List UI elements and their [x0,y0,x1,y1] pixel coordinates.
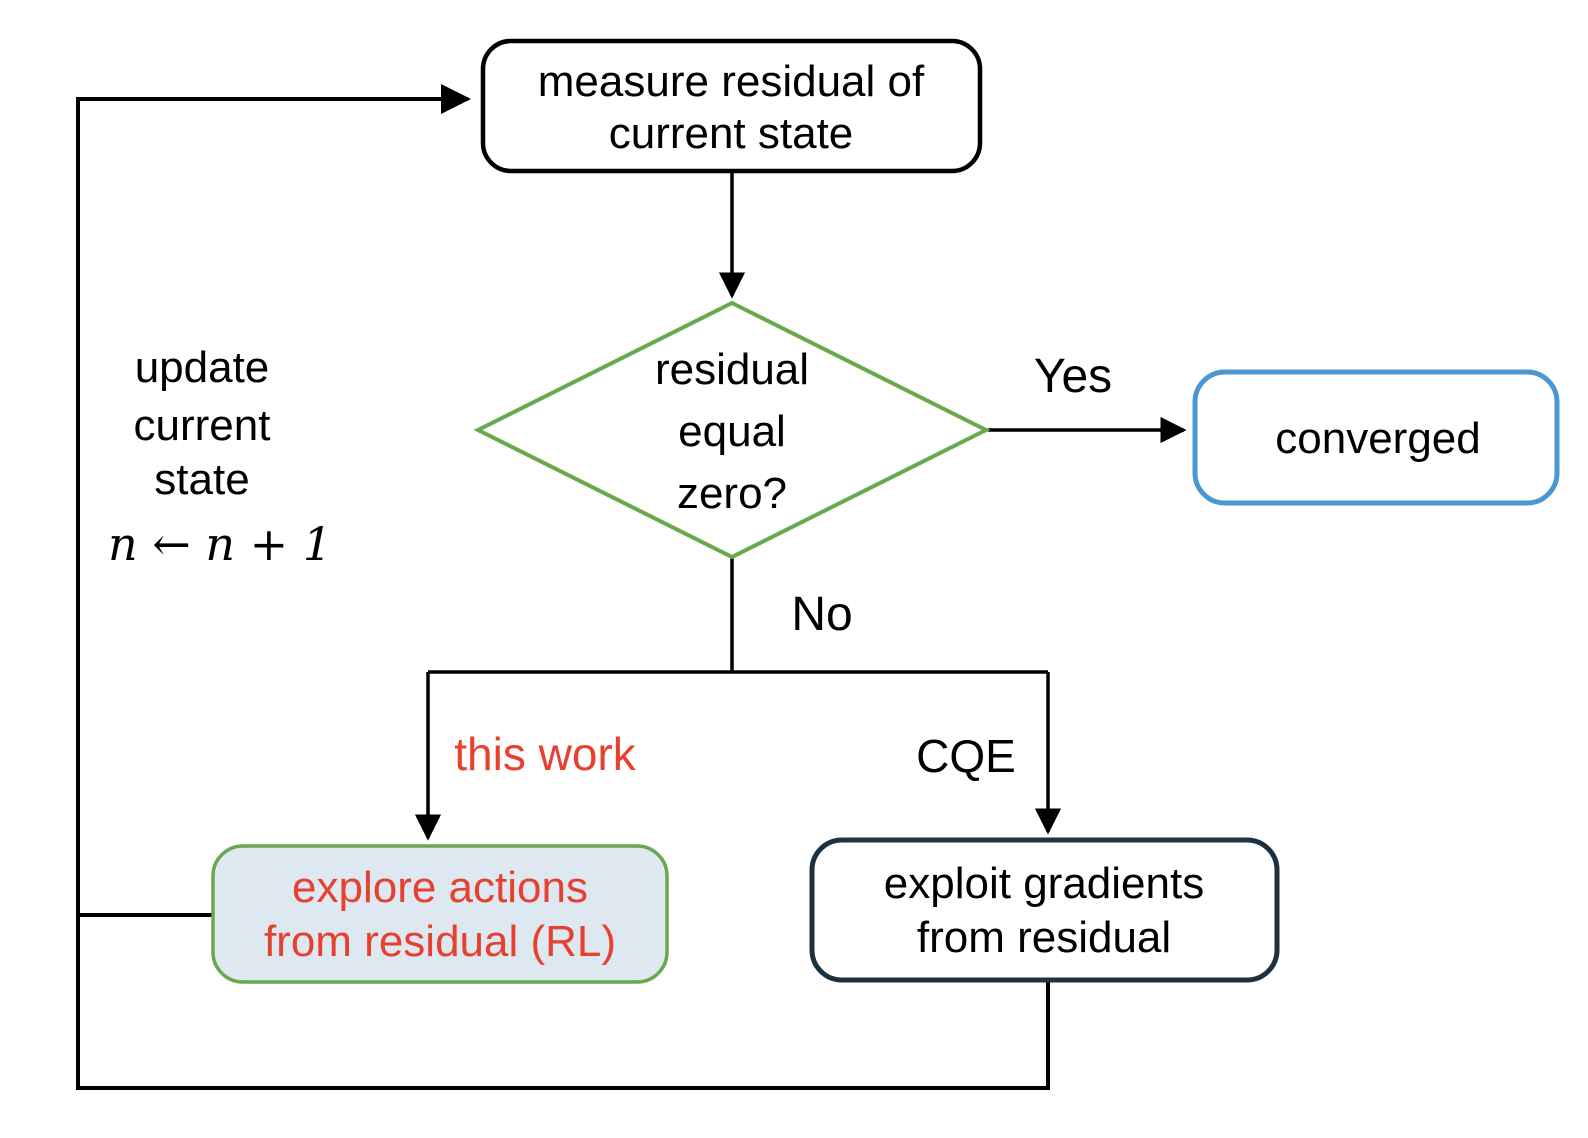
explore-node-label-line2: from residual (RL) [264,917,616,966]
decision-label-line3: zero? [677,469,787,518]
explore-node: explore actions from residual (RL) [211,844,669,984]
decision-label-line2: equal [678,407,786,456]
measure-node: measure residual of current state [480,38,983,174]
decision-label-line1: residual [655,345,809,394]
converged-node: converged [1192,369,1560,506]
side-note-line2: current [134,401,271,450]
edge-loop-back [76,84,1050,1090]
explore-node-label-line1: explore actions [292,863,588,912]
decision-diamond: residual equal zero? [473,300,991,560]
this-work-label: this work [454,728,636,780]
measure-node-label-line2: current state [609,109,854,158]
decision-diamond-shape [473,300,991,560]
converged-node-label: converged [1275,414,1480,463]
measure-node-box [480,38,983,174]
yes-label: Yes [1034,350,1112,403]
converged-node-box [1192,369,1560,506]
cqe-label: CQE [916,730,1016,782]
exploit-node-label-line2: from residual [917,913,1171,962]
exploit-node: exploit gradients from residual [809,837,1280,983]
exploit-node-box [809,837,1280,983]
explore-node-box [211,844,669,984]
exploit-node-label-line1: exploit gradients [884,859,1204,908]
no-label: No [791,588,852,641]
measure-node-label-line1: measure residual of [538,57,925,106]
side-note-line1: update [135,343,270,392]
side-note: update current state n ← n + 1 [108,343,332,571]
side-note-line3: state [154,455,249,504]
side-note-formula: n ← n + 1 [108,517,332,571]
